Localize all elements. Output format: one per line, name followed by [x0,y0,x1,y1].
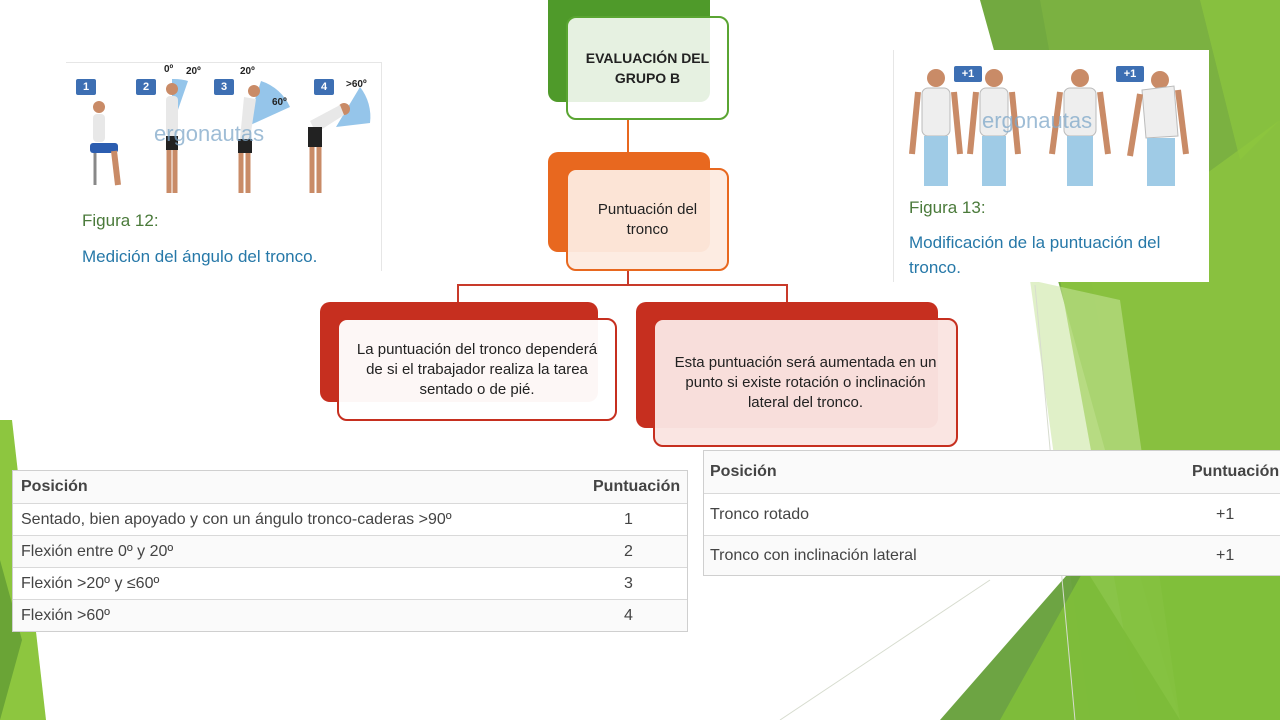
figure-12-title: Figura 12: [82,211,159,230]
figure-12-badge-3: 3 [214,79,234,95]
angle-label-20a: 20º [186,66,201,77]
trunk-angle-illustration [90,78,371,193]
row-position: Tronco con inclinación lateral [710,546,917,564]
table-row: Flexión entre 0º y 20º 2 [13,535,687,567]
connector-level2-down [627,270,629,285]
angle-label-0: 0º [164,64,174,75]
header-position: Posición [710,463,777,480]
left-leaf-node: La puntuación del tronco dependerá de si… [337,318,617,421]
root-node-label: EVALUACIÓN DEL GRUPO B [585,50,710,86]
figure-13-badge-1: +1 [954,66,982,82]
row-score: 3 [624,574,633,592]
connector-root-level2 [627,120,629,152]
figure-13-title: Figura 13: [909,198,986,217]
connector-horizontal [457,284,788,286]
table-row: Flexión >60º 4 [13,599,687,631]
right-leaf-node: Esta puntuación será aumentada en un pun… [653,318,958,447]
row-position: Flexión >60º [21,606,111,624]
figure-13-panel: +1 +1 ergonautas Figura 13: Modificación… [893,50,1209,282]
row-score: +1 [1216,505,1235,523]
angle-label-gt60: >60º [346,79,367,90]
right-leaf-label: Esta puntuación será aumentada en un pun… [674,353,937,411]
trunk-score-table: Posición Puntuación Sentado, bien apoyad… [12,470,688,632]
figure-13-watermark: ergonautas [982,108,1093,133]
header-score: Puntuación [1192,463,1280,480]
angle-label-60: 60º [272,97,287,108]
row-position: Flexión entre 0º y 20º [21,542,174,560]
table-header-row: Posición Puntuación [13,471,687,503]
header-score: Puntuación [593,478,681,495]
table-row: Tronco con inclinación lateral +1 [704,535,1280,575]
level2-node-label: Puntuación del tronco [597,200,698,238]
row-position: Flexión >20º y ≤60º [21,574,160,592]
figure-12-badge-4: 4 [314,79,334,95]
table-row: Tronco rotado +1 [704,493,1280,535]
figure-12-panel: 1 2 3 4 0º 20º 20º 60º >60º ergonautas F… [66,62,382,271]
figure-13-badge-2: +1 [1116,66,1144,82]
angle-label-20b: 20º [240,66,255,77]
figure-12-badge-1: 1 [76,79,96,95]
row-score: 4 [624,606,633,624]
row-score: +1 [1216,546,1235,564]
left-leaf-label: La puntuación del tronco dependerá de si… [356,340,598,398]
table-row: Flexión >20º y ≤60º 3 [13,567,687,599]
connector-right-leaf [786,284,788,302]
row-score: 1 [624,510,633,528]
row-position: Sentado, bien apoyado y con un ángulo tr… [21,510,452,528]
trunk-rotation-illustration [909,69,1189,186]
figure-12-caption: Medición del ángulo del tronco. [82,247,318,266]
root-node: EVALUACIÓN DEL GRUPO B [566,16,729,120]
figure-13-caption: Modificación de la puntuación del tronco… [909,233,1161,277]
header-position: Posición [21,478,88,495]
row-position: Tronco rotado [710,505,810,523]
level2-node: Puntuación del tronco [566,168,729,271]
figure-12-watermark: ergonautas [154,121,265,146]
row-score: 2 [624,542,633,560]
figure-12-badge-2: 2 [136,79,156,95]
table-header-row: Posición Puntuación [704,451,1280,493]
table-row: Sentado, bien apoyado y con un ángulo tr… [13,503,687,535]
connector-left-leaf [457,284,459,302]
trunk-modifier-table: Posición Puntuación Tronco rotado +1 Tro… [703,450,1280,576]
